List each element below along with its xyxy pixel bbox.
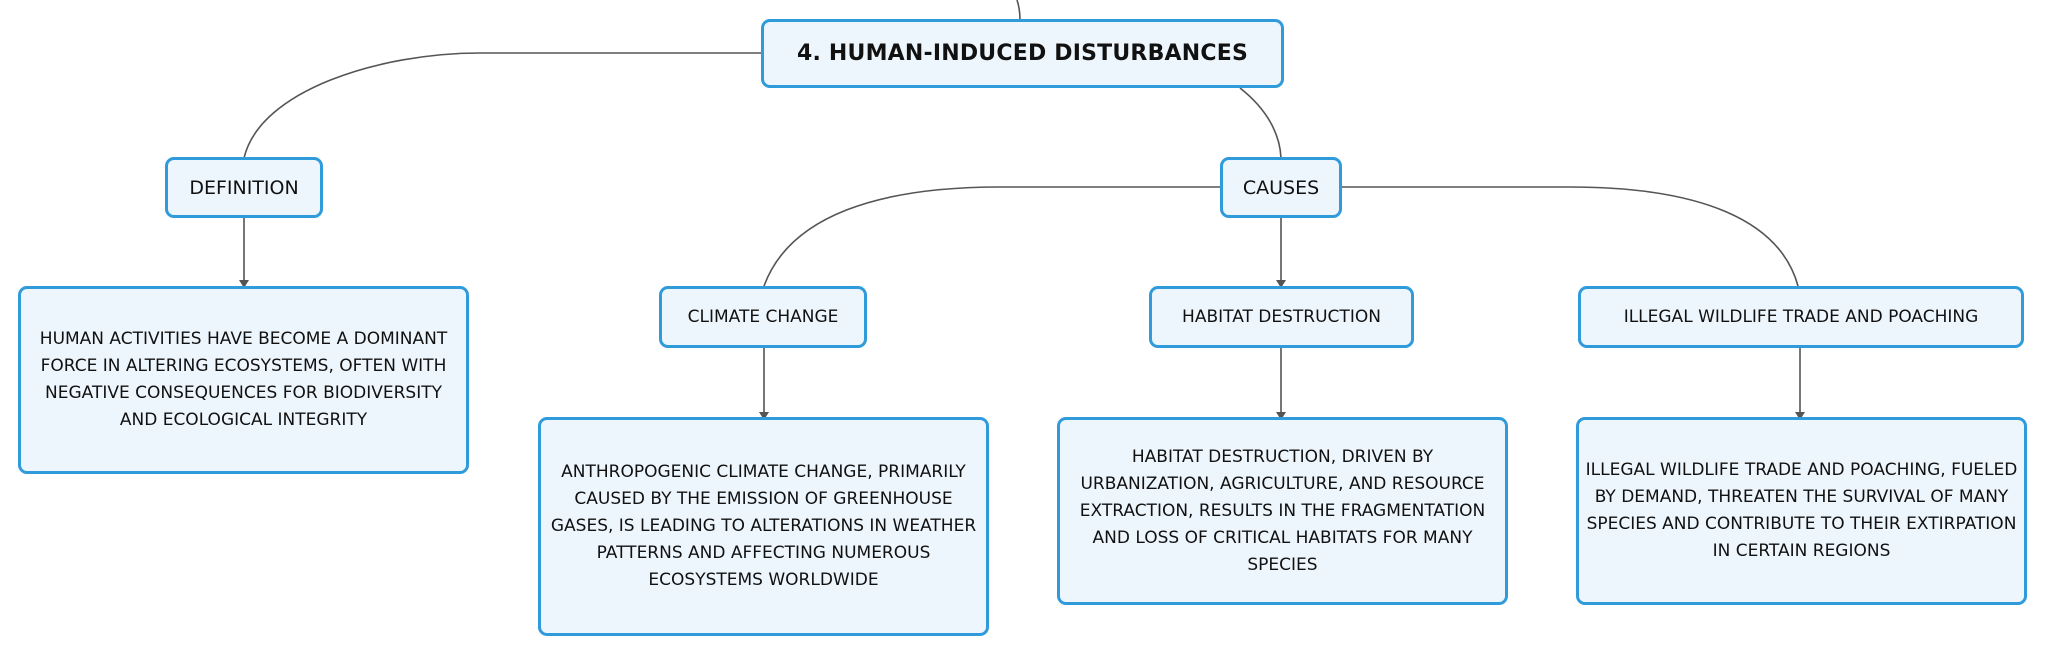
cause-climate-change-label: CLIMATE CHANGE bbox=[687, 307, 839, 327]
root-topic-node[interactable]: 4. HUMAN-INDUCED DISTURBANCES bbox=[761, 19, 1284, 88]
definition-node[interactable]: DEFINITION bbox=[165, 157, 323, 218]
arrowhead-climate-desc bbox=[759, 412, 769, 420]
illegal-wildlife-trade-description-node[interactable]: ILLEGAL WILDLIFE TRADE AND POACHING, FUE… bbox=[1576, 417, 2027, 605]
climate-change-description-node[interactable]: ANTHROPOGENIC CLIMATE CHANGE, PRIMARILY … bbox=[538, 417, 989, 636]
cause-illegal-wildlife-trade-node[interactable]: ILLEGAL WILDLIFE TRADE AND POACHING bbox=[1578, 286, 2024, 348]
root-topic-title: 4. HUMAN-INDUCED DISTURBANCES bbox=[796, 41, 1248, 66]
connector-causes-to-poaching bbox=[1342, 186, 1799, 287]
connector-root-to-definition bbox=[243, 52, 761, 159]
definition-description-text: HUMAN ACTIVITIES HAVE BECOME A DOMINANT … bbox=[39, 329, 448, 430]
causes-node[interactable]: CAUSES bbox=[1220, 157, 1342, 218]
illegal-wildlife-trade-description-text: ILLEGAL WILDLIFE TRADE AND POACHING, FUE… bbox=[1585, 460, 2018, 561]
arrowhead-poaching-desc bbox=[1795, 412, 1805, 420]
connector-root-to-causes bbox=[1239, 87, 1282, 159]
arrowhead-causes-habitat bbox=[1276, 280, 1286, 288]
climate-change-description-text: ANTHROPOGENIC CLIMATE CHANGE, PRIMARILY … bbox=[550, 462, 977, 590]
cause-climate-change-node[interactable]: CLIMATE CHANGE bbox=[659, 286, 867, 348]
definition-description-node[interactable]: HUMAN ACTIVITIES HAVE BECOME A DOMINANT … bbox=[18, 286, 469, 474]
connector-causes-to-climate bbox=[763, 186, 1220, 287]
definition-label: DEFINITION bbox=[189, 176, 299, 199]
cause-habitat-destruction-node[interactable]: HABITAT DESTRUCTION bbox=[1149, 286, 1414, 348]
cause-habitat-destruction-label: HABITAT DESTRUCTION bbox=[1182, 307, 1381, 327]
arrowhead-habitat-desc bbox=[1276, 412, 1286, 420]
habitat-destruction-description-text: HABITAT DESTRUCTION, DRIVEN BY URBANIZAT… bbox=[1079, 446, 1486, 575]
causes-label: CAUSES bbox=[1242, 176, 1320, 199]
arrowhead-definition-desc bbox=[239, 280, 249, 288]
habitat-destruction-description-node[interactable]: HABITAT DESTRUCTION, DRIVEN BY URBANIZAT… bbox=[1057, 417, 1508, 605]
connector-parent-to-root bbox=[1016, 0, 1021, 21]
cause-illegal-wildlife-trade-label: ILLEGAL WILDLIFE TRADE AND POACHING bbox=[1623, 307, 1979, 327]
